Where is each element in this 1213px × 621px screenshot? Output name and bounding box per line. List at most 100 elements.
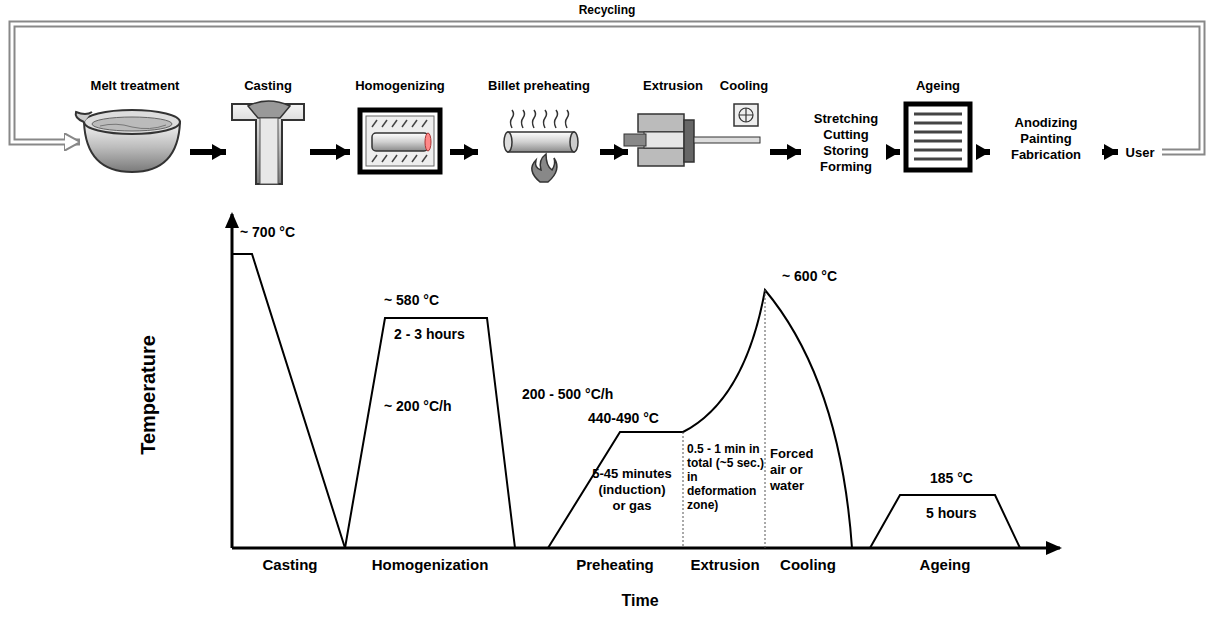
process-value: 5-45 minutes (induction) or gas [592, 466, 672, 514]
heat-marks [382, 155, 387, 162]
temperature-curve [870, 495, 1020, 548]
process-step: Ageing [900, 78, 976, 175]
step-label: Casting [244, 78, 292, 94]
axes [232, 214, 1060, 548]
axes [232, 547, 1060, 550]
preheat-icon [504, 132, 578, 182]
flow-arrow [450, 152, 478, 153]
process-value: 440-490 °C [588, 410, 659, 426]
connector-line [310, 149, 350, 155]
connector-line [600, 149, 628, 155]
step-label: User [1126, 145, 1155, 161]
heat-marks [372, 120, 427, 162]
step-label: Extrusion [643, 78, 703, 94]
axes [231, 214, 234, 548]
furnace-icon [372, 133, 428, 151]
ladle-icon [100, 124, 166, 128]
extrusion-icon [624, 134, 646, 146]
ageing-oven-icon [914, 158, 962, 161]
heat-marks [422, 155, 427, 162]
heat-coils [544, 110, 547, 128]
flow-arrow [770, 152, 801, 153]
ageing-oven-icon [906, 104, 970, 170]
flow-arrow [310, 152, 350, 153]
extrusion-icon [638, 114, 684, 132]
process-value: ~ 700 °C [240, 224, 295, 240]
heat-marks [372, 155, 377, 162]
casting-icon [260, 118, 278, 184]
step-label: Stretching Cutting Storing Forming [801, 111, 891, 175]
phase-label: Homogenization [372, 556, 489, 574]
temperature-curve [548, 290, 852, 548]
extrusion-icon [644, 132, 684, 148]
phase-label: Ageing [920, 556, 971, 574]
heat-coils [533, 110, 536, 128]
process-step: Anodizing Painting Fabrication [990, 108, 1102, 170]
ageing-oven-icon [914, 122, 962, 125]
step-label: Anodizing Painting Fabrication [990, 115, 1102, 163]
step-label: Cooling [720, 78, 768, 94]
edge-label: Recycling [575, 3, 640, 17]
extrusion-icon [694, 137, 760, 143]
ladle-icon [76, 110, 180, 172]
process-value: 200 - 500 °C/h [522, 386, 613, 402]
casting-icon [248, 101, 290, 118]
cooling-fan-icon [734, 104, 758, 126]
ageing-oven-icon [914, 114, 962, 159]
phase-label: Preheating [576, 556, 654, 574]
process-step: User [1118, 142, 1162, 164]
process-step: Homogenizing [350, 78, 450, 175]
process-value: ~ 580 °C [384, 292, 439, 308]
ageing-oven-icon [906, 104, 970, 170]
heat-marks [422, 120, 427, 127]
heat-marks [412, 155, 417, 162]
step-label: Ageing [916, 78, 960, 94]
process-value: ~ 600 °C [782, 268, 837, 284]
process-step: Melt treatment [80, 78, 190, 175]
preheat-icon [570, 132, 578, 152]
extrusion-icon [684, 120, 694, 162]
process-step: Extrusion [628, 78, 718, 170]
ladle-icon [84, 110, 180, 134]
process-value: 2 - 3 hours [394, 326, 465, 342]
heat-coils [555, 110, 558, 128]
heat-marks [382, 120, 387, 127]
flow-arrow [600, 152, 628, 153]
furnace-icon [360, 110, 440, 172]
phase-divider [683, 432, 684, 548]
ageing-oven-icon [914, 149, 962, 152]
heat-coils [511, 110, 569, 128]
connector-line [1102, 149, 1118, 155]
process-step: Cooling [718, 78, 770, 170]
heat-coils [566, 110, 569, 128]
phase-label: Extrusion [690, 556, 759, 574]
axis-title: Temperature [137, 335, 159, 455]
furnace-icon [366, 116, 434, 166]
heat-marks [412, 120, 417, 127]
process-value: 185 °C [930, 470, 973, 486]
heat-marks [402, 120, 407, 127]
casting-icon [232, 101, 304, 184]
connector-line [891, 149, 900, 155]
ageing-oven-icon [914, 140, 962, 143]
step-label: Billet preheating [488, 78, 590, 94]
furnace-icon [425, 133, 431, 151]
heat-marks [402, 155, 407, 162]
ladle-icon [76, 112, 92, 122]
step-label: Melt treatment [91, 78, 180, 94]
extrusion-icon [638, 148, 684, 166]
connector-line [190, 149, 226, 155]
process-step: Billet preheating [478, 78, 600, 184]
preheat-icon [508, 132, 574, 152]
step-label: Homogenizing [355, 78, 445, 94]
furnace-icon [360, 110, 440, 172]
temperature-curve [232, 254, 345, 548]
heat-marks [372, 120, 377, 127]
heat-marks [392, 120, 397, 127]
process-value: ~ 200 °C/h [384, 398, 451, 414]
cooling-fan-icon [739, 108, 753, 122]
phase-label: Time [621, 592, 658, 610]
process-value: 0.5 - 1 min in total (~5 sec.) in deform… [687, 442, 765, 512]
